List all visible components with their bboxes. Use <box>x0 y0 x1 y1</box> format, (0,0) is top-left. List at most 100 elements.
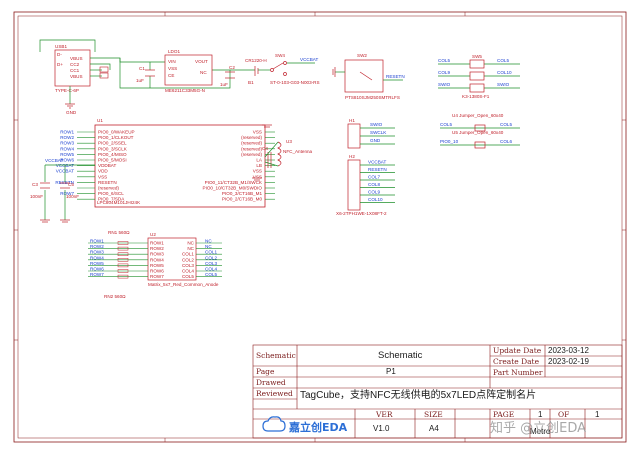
mcu-right-pin: (reserved) <box>241 141 262 146</box>
matrix-col-net: COL3 <box>205 261 217 266</box>
matrix-col-net: COL4 <box>205 267 217 272</box>
coil-part: NFC_Antenna <box>283 149 313 154</box>
c2-ref: C2 <box>229 65 235 70</box>
reset-switch-section: SW2 RESETN PTS810SJM250SMTRLFS <box>332 53 405 100</box>
k3-switch-1 <box>469 59 485 69</box>
u4-net-2: COL5 <box>500 122 512 127</box>
k3-net-2: COL9 <box>438 70 450 75</box>
tb-page-value: P1 <box>386 367 396 376</box>
matrix-right-pin: COL5 <box>182 274 194 279</box>
c1-value: 1uF <box>136 78 144 83</box>
u4-pad <box>474 124 486 132</box>
matrix-col-net: NC <box>205 244 212 249</box>
tb-part-label: Part Number <box>493 368 543 377</box>
mcu-left-net: ROW2 <box>60 135 74 140</box>
matrix-left-pin: ROW3 <box>150 252 164 257</box>
matrix-resistor <box>117 258 129 262</box>
u4-net-1: COL5 <box>440 122 452 127</box>
sw4-part: ST-0-103-G03-N003-RS <box>270 80 320 85</box>
tb-ver-value: V1.0 <box>373 424 390 433</box>
mcu-left-net: ROW7 <box>60 191 74 196</box>
h1-net-3: GND <box>370 138 381 143</box>
tb-author: Metro <box>530 427 551 436</box>
mcu-left-net: ROW1 <box>60 130 74 135</box>
usb-resistor-1 <box>99 66 109 73</box>
mcu-right-pin: VSS <box>253 130 262 135</box>
logo-cloud-icon <box>262 416 286 432</box>
matrix-right-pin: NC <box>187 246 194 251</box>
matrix-row-net: ROW3 <box>90 250 104 255</box>
matrix-col-net: COL5 <box>205 272 217 277</box>
coil-ref: U3 <box>286 139 292 144</box>
matrix-body <box>147 237 197 281</box>
frame-ticks <box>14 12 626 442</box>
mcu-u1: U1 LPC804M101JHI24K PIO0_0/WAKEUPROW1PIO… <box>55 118 275 208</box>
mcu-right-pin: VSS <box>253 169 262 174</box>
mcu-right-pin: LA <box>256 158 263 163</box>
header-h1: H1 SWIO SWCLK GND <box>347 118 395 149</box>
mcu-left-net: ROW6 <box>60 158 74 163</box>
usb-connector <box>54 49 91 87</box>
mcu-part: LPC804M101JHI24K <box>97 200 141 205</box>
gnd-text: GND <box>66 110 77 115</box>
u5-net-1: PIO0_10 <box>440 139 459 144</box>
title-block: Schematic Schematic Page P1 Drawed Revie… <box>252 344 623 439</box>
usb-ref: USB1 <box>55 44 67 49</box>
mcu-right-pin: PIO0_3/CT16B_M1 <box>222 191 263 196</box>
usb-pin-2: VBUS <box>70 56 83 61</box>
tb-schematic-value: Schematic <box>378 350 423 361</box>
matrix-right-pin: NC <box>187 241 194 246</box>
k3-net-5: COL10 <box>497 70 512 75</box>
switch-sw4 <box>270 61 287 76</box>
tb-create-label: Create Date <box>493 357 540 366</box>
mcu-body <box>94 124 266 208</box>
usb-pin-1: D- <box>57 52 62 57</box>
tb-pagenum-label: PAGE <box>493 410 514 419</box>
tb-page-label: Page <box>256 367 275 376</box>
matrix-left-pin: ROW1 <box>150 241 164 246</box>
matrix-left-pins: ROW1ROW1ROW2ROW2ROW3ROW3ROW4ROW4ROW5ROW5… <box>88 239 164 279</box>
matrix-right-pin: COL2 <box>182 257 194 262</box>
sheet-border <box>13 11 627 443</box>
mcu-left-net: ROW3 <box>60 141 74 146</box>
mcu-left-pin: PIO0_3/SCLK <box>98 146 128 151</box>
mcu-left-pin: VDDBAT <box>98 163 116 168</box>
k3-net-1: COL5 <box>438 58 450 63</box>
logo: 嘉立创EDA <box>262 416 348 434</box>
vccbat-net-1: VCCBAT <box>300 57 318 62</box>
matrix-resistor <box>117 269 129 273</box>
matrix-row-net: ROW1 <box>90 239 104 244</box>
cap-c2 <box>225 71 235 79</box>
u5-label: U5 Jumper_Open_60x40 <box>452 130 504 135</box>
tb-size-value: A4 <box>429 424 439 433</box>
mcu-right-pin: (reserved) <box>241 152 262 157</box>
tb-drawed-label: Drawed <box>256 378 286 387</box>
tb-title: TagCube，支持NFC无线供电的5x7LED点阵定制名片 <box>300 388 536 401</box>
c1-ref: C1 <box>139 66 145 71</box>
mcu-right-pin: VSS <box>253 174 262 179</box>
mcu-right-pins: VSS(reserved)(reserved)(reserved)(reserv… <box>203 130 275 202</box>
h1-net-2: SWCLK <box>370 130 387 135</box>
matrix-right-pin: COL4 <box>182 269 194 274</box>
decoupling-caps: VCCBAT C3 100nF C5 100nF <box>30 158 95 223</box>
h1-net-1: SWIO <box>370 122 383 127</box>
tb-update-value: 2023-03-12 <box>548 346 589 355</box>
u5-net-2: COL6 <box>500 139 512 144</box>
h2-net: COL9 <box>368 190 380 195</box>
h2-ref: H2 <box>349 154 355 159</box>
tb-of-label: OF <box>558 410 569 419</box>
mcu-left-pin: PIO0_5/MOSI <box>98 158 127 163</box>
usb-pin-3: CC2 <box>70 62 80 67</box>
mcu-right-pin: LB <box>256 163 262 168</box>
h1-ref: H1 <box>349 118 355 123</box>
matrix-ref: U2 <box>150 232 156 237</box>
matrix-row-net: ROW4 <box>90 255 104 260</box>
h2-net: COL7 <box>368 175 380 180</box>
matrix-col-net: COL1 <box>205 250 217 255</box>
coil-cap: C4 <box>262 146 268 151</box>
k3-net-3: SWIO <box>438 82 451 87</box>
c3-value: 100nF <box>30 194 43 199</box>
mcu-left-pin: PIO0_1/CLKOUT <box>98 135 134 140</box>
